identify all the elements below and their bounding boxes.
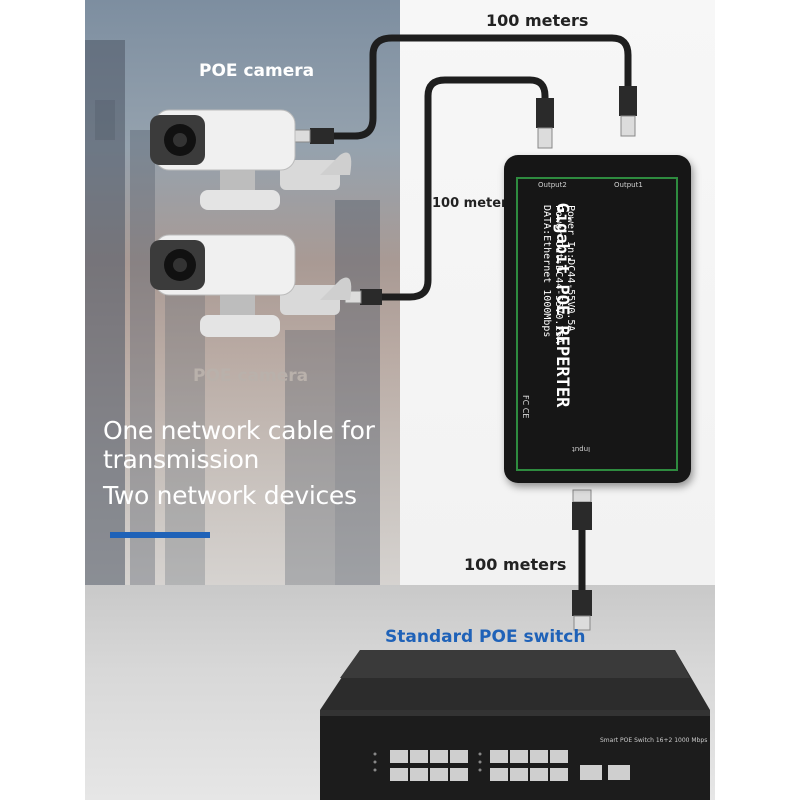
repeater-panel (516, 177, 678, 471)
camera-label-bottom: POE camera (193, 366, 309, 386)
repeater-spec-data: DATA:Ethernet 1000Mbps (541, 205, 552, 338)
connector-cam1 (293, 128, 334, 144)
switch-model-text: Smart POE Switch 16+2 1000 Mbps (600, 737, 707, 744)
headline-line-1: One network cable for (103, 416, 375, 445)
connector-bottom-switch (572, 590, 592, 631)
cable-top (314, 34, 632, 140)
headline-line-3: Two network devices (103, 481, 357, 510)
output2-label: Output2 (538, 181, 567, 189)
distance-label-top: 100 meters (486, 11, 589, 30)
headline-line-2: transmission (103, 445, 260, 474)
distance-label-bottom: 100 meters (464, 555, 567, 574)
certification-marks: FC CE (521, 395, 530, 419)
poe-camera-top (150, 109, 352, 210)
poe-repeater: Output2 Output1 Power In:DC44-55V0.5A Po… (504, 155, 691, 483)
repeater-title: Gigabit POE REPERTER (552, 202, 572, 408)
accent-bar (110, 532, 210, 538)
camera-label-top: POE camera (199, 61, 315, 81)
switch-label: Standard POE switch (385, 627, 586, 647)
connector-top-right (619, 86, 637, 137)
output1-label: Output1 (614, 181, 643, 189)
connector-mid-right (536, 98, 554, 149)
distance-label-middle: 100 meters (432, 196, 516, 211)
poe-switch: Smart POE Switch 16+2 1000 Mbps (320, 650, 710, 800)
poe-camera-bottom (150, 234, 352, 337)
connector-bottom-top (572, 489, 592, 530)
input-label: Input (572, 445, 591, 453)
cable-mid (358, 76, 549, 301)
